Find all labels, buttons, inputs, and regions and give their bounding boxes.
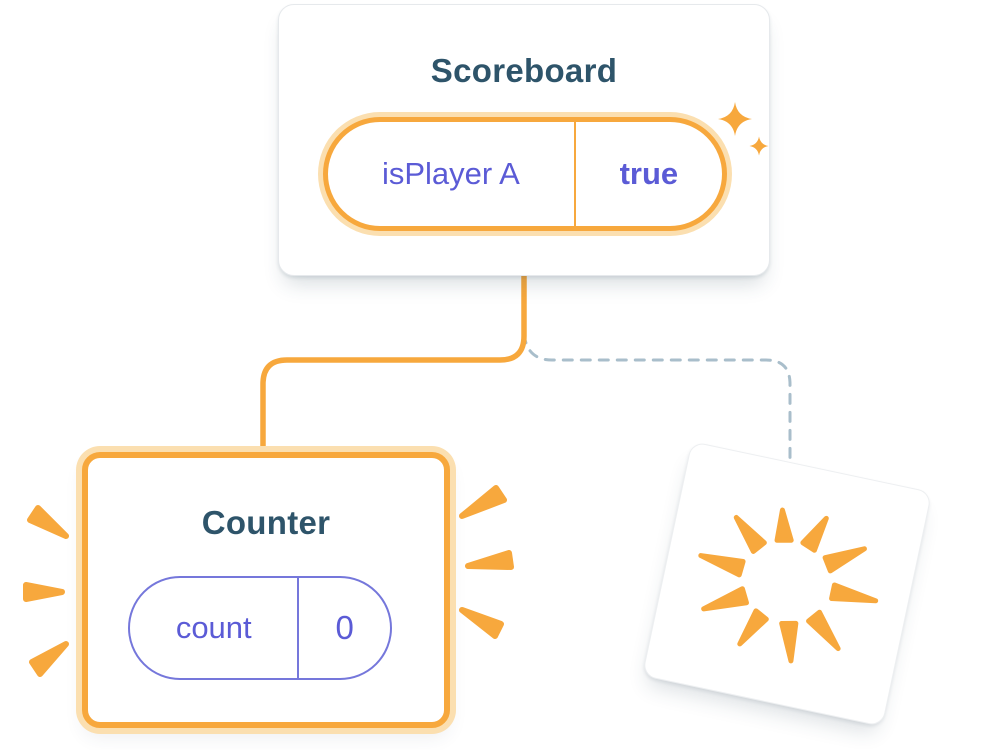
pill-divider: [573, 122, 576, 226]
counter-card: Counter count 0: [82, 452, 450, 728]
scoreboard-card: Scoreboard isPlayer A true: [278, 4, 770, 276]
counter-state-value: 0: [335, 609, 354, 646]
scoreboard-state-pill: isPlayer A true: [323, 117, 727, 231]
scoreboard-title: Scoreboard: [430, 52, 618, 89]
removed-child-connector-line: [522, 332, 792, 472]
counter-state-pill: count 0: [128, 576, 392, 680]
emphasis-mark-right-top: [459, 485, 507, 519]
counter-state-key: count: [175, 610, 252, 645]
parent-child-connector-line: [260, 273, 527, 459]
emphasis-mark-left-middle: [23, 582, 65, 602]
emphasis-mark-left-bottom: [29, 641, 69, 677]
scoreboard-state-key: isPlayer A: [381, 156, 520, 191]
pill-divider: [297, 578, 300, 678]
emphasis-mark-right-middle: [465, 550, 514, 570]
emphasis-mark-left-top: [27, 505, 69, 539]
sparkle-icon: [718, 102, 769, 156]
emphasis-mark-right-bottom: [459, 607, 504, 639]
scoreboard-state-value: true: [619, 156, 679, 191]
removed-component-card: [641, 441, 933, 727]
poof-burst-icon: [698, 507, 879, 664]
counter-title: Counter: [201, 504, 331, 541]
